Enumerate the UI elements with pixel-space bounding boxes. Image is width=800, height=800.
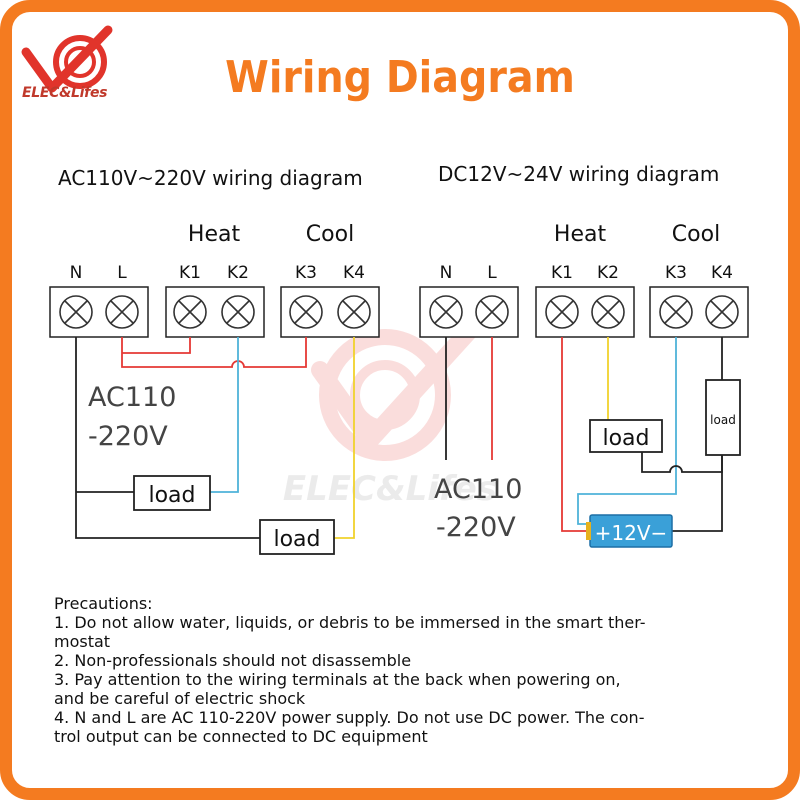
ac-terminal-label-n: N — [70, 263, 83, 283]
watermark: ELEC&Lifes — [283, 321, 497, 509]
dc-screw-l — [475, 295, 509, 329]
ac-supply-label-1: AC110 — [88, 382, 176, 413]
dc-wire-battery-neg — [672, 455, 723, 532]
precaution-line: 1. Do not allow water, liquids, or debri… — [54, 613, 646, 632]
ac-screw-l — [105, 295, 139, 329]
dc-screw-terminals — [429, 295, 739, 329]
ac-wire-k4-yellow — [334, 337, 355, 539]
ac-heat-label: Heat — [188, 222, 241, 247]
ac-terminal-label-k2: K2 — [227, 263, 249, 283]
ac-wire-l-red — [121, 337, 307, 368]
dc-diagram-heading: DC12V~24V wiring diagram — [438, 162, 720, 186]
ac-screw-k2 — [221, 295, 255, 329]
ac-screw-k4 — [337, 295, 371, 329]
dc-screw-k3 — [659, 295, 693, 329]
dc-terminal-label-k2: K2 — [597, 263, 619, 283]
ac-load-1-label: load — [148, 483, 195, 508]
dc-wire-k1-red — [561, 337, 590, 532]
precaution-line: and be careful of electric shock — [54, 689, 306, 708]
logo-needle — [70, 50, 92, 72]
dc-battery-label: +12V− — [595, 521, 668, 545]
ac-load-2-label: load — [273, 527, 320, 552]
logo-ring — [53, 35, 107, 89]
logo-inner-ring — [64, 46, 96, 78]
ac-wire-k2-blue — [210, 337, 239, 493]
dc-supply-label-1: AC110 — [434, 474, 522, 505]
ac-load-2 — [259, 519, 335, 555]
dc-supply-label-2: -220V — [436, 512, 516, 543]
dc-screw-k2 — [591, 295, 625, 329]
brand-logo — [21, 25, 113, 93]
dc-terminal-label-k1: K1 — [551, 263, 573, 283]
dc-terminal-label-k4: K4 — [711, 263, 733, 283]
precautions-heading: Precautions: — [54, 594, 153, 613]
ac-screw-k3 — [289, 295, 323, 329]
dc-screw-k1 — [545, 295, 579, 329]
ac-terminal-label-k3: K3 — [295, 263, 317, 283]
ac-screw-terminals — [59, 295, 371, 329]
dc-diagram: Heat Cool N L K1 K2 K3 K4 AC110 -220V — [419, 222, 749, 548]
ac-screw-k1 — [173, 295, 207, 329]
dc-screw-k4 — [705, 295, 739, 329]
ac-terminal-label-k1: K1 — [179, 263, 201, 283]
dc-load-2 — [705, 379, 741, 456]
page-title: Wiring Diagram — [225, 52, 575, 103]
dc-load-2-label: load — [710, 413, 736, 427]
ac-screw-n — [59, 295, 93, 329]
ac-cool-label: Cool — [306, 222, 354, 247]
precaution-line: 2. Non-professionals should not disassem… — [54, 651, 412, 670]
ac-wire-k1-red — [122, 337, 191, 354]
ac-supply-label-2: -220V — [88, 421, 168, 452]
brand-name: ELEC&Lifes — [22, 85, 108, 101]
precaution-line: mostat — [54, 632, 111, 651]
dc-terminal-label-l: L — [487, 263, 497, 283]
ac-diagram-heading: AC110V~220V wiring diagram — [58, 166, 363, 190]
ac-load-1 — [133, 475, 211, 511]
ac-wire-n — [75, 337, 260, 539]
precaution-line: trol output can be connected to DC equip… — [54, 727, 428, 746]
dc-wire-load-link — [641, 452, 723, 473]
precautions: Precautions: 1. Do not allow water, liqu… — [54, 594, 734, 746]
ac-terminal-label-k4: K4 — [343, 263, 365, 283]
precaution-line: 3. Pay attention to the wiring terminals… — [54, 670, 621, 689]
watermark-text: ELEC&Lifes — [283, 469, 497, 509]
dc-cool-label: Cool — [672, 222, 720, 247]
dc-screw-n — [429, 295, 463, 329]
dc-load-1 — [589, 419, 663, 453]
dc-wire-k3-blue — [577, 337, 677, 525]
precaution-line: 4. N and L are AC 110-220V power supply.… — [54, 708, 645, 727]
ac-diagram: Heat Cool N L K1 K2 K3 K4 load load — [49, 222, 380, 555]
dc-terminal-label-k3: K3 — [665, 263, 687, 283]
ac-terminal-label-l: L — [117, 263, 127, 283]
dc-heat-label: Heat — [554, 222, 607, 247]
dc-terminal-label-n: N — [440, 263, 453, 283]
dc-battery-terminal — [586, 522, 591, 540]
dc-load-1-label: load — [602, 426, 649, 451]
